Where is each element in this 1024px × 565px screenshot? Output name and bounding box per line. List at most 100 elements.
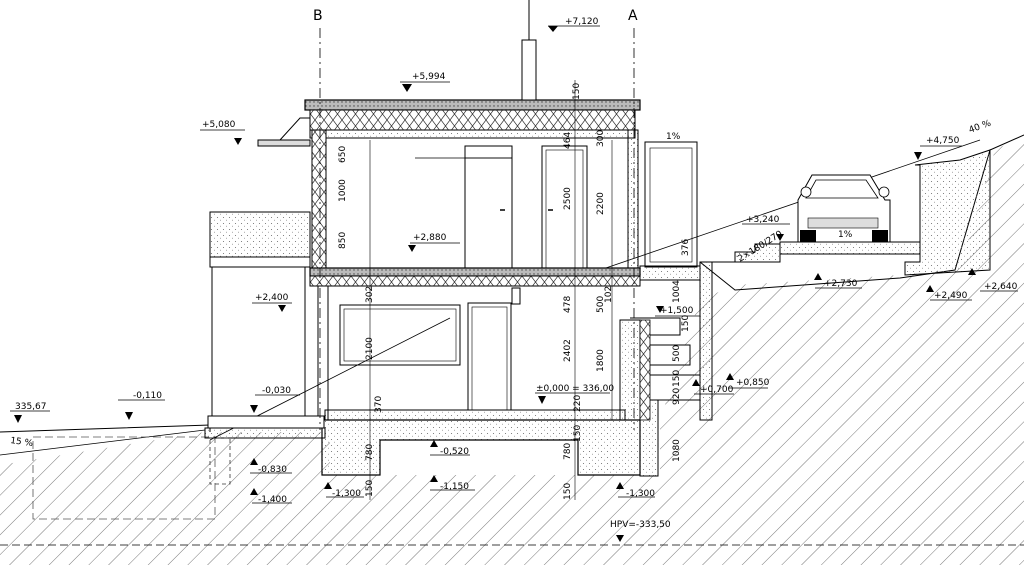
dimensions: 650 1000 850 2100 302 370 780 150 150 46… [338,83,691,500]
glazed-panel-inner [649,147,693,263]
right-wall-lower [619,319,641,421]
left-wall-upper [311,129,327,271]
dim-376: 376 [681,239,691,256]
dim-780b: 780 [563,443,573,460]
chimney [521,39,537,101]
level-parking: +2,730 [824,279,858,289]
door-ground [467,302,512,411]
dim-370: 370 [374,396,384,413]
dim-650: 650 [338,146,348,163]
terrain-hatch-fill [0,135,1024,565]
level-entry: -0,030 [262,386,291,396]
window-ground [339,304,461,366]
level-terrain-abs: 335,67 [15,402,47,412]
slope-diagonal-right [599,139,981,271]
dim-302: 302 [365,286,375,303]
level-f6: -1,300 [626,489,655,499]
stepped-wall [630,317,701,401]
level-chimney-top: +7,120 [565,17,599,27]
parking-slab [779,241,921,255]
level-f3: -1,150 [440,482,469,492]
dim-1080: 1080 [672,439,682,462]
terrace-slab [209,256,311,268]
axis-label-A: A [628,8,638,24]
level-markers: +7,120 +5,994 +5,080 +2,880 +2,400 ±0,00… [10,17,1018,542]
roof-insulation [309,109,636,131]
retaining-wall [699,261,713,421]
level-step3: +0,700 [700,385,734,395]
dim-500a: 500 [596,296,606,313]
dim-1800: 1800 [596,349,606,372]
terrain-slope-left [0,429,206,456]
floor-slab-under [309,275,641,287]
entry-slab [204,427,326,439]
level-stair-top: +3,240 [746,215,780,225]
roof-ceiling [309,129,636,139]
floor-slab [309,267,641,277]
level-hpv: HPV=-333,50 [610,520,671,530]
entry-footing [209,437,231,485]
dim-102: 102 [604,286,614,303]
entrance-canopy [257,139,311,147]
canopy-bracket [279,117,310,141]
level-f4: -1,300 [332,489,361,499]
dim-150c: 150 [573,425,583,442]
level-f5: -1,400 [258,495,287,505]
dim-2402: 2402 [563,339,573,362]
dim-2100: 2100 [365,337,375,360]
entry-step [207,415,325,429]
level-f1: -0,520 [440,447,469,457]
slope-right: 40 % [968,118,993,135]
glazed-panel [644,141,698,268]
level-terrace: +2,400 [255,293,289,303]
door-ground-inner [471,306,508,411]
dim-478: 478 [563,296,573,313]
dim-150d: 150 [563,483,573,500]
right-wall-insulation [639,319,651,421]
door-upper-2-frame [545,149,584,269]
slope-left: 15 % [10,436,34,449]
dim-220: 220 [573,395,583,412]
dim-850: 850 [338,232,348,249]
level-ground-floor: ±0,000 = 336,00 [536,384,614,394]
level-wall-top: +4,750 [926,136,960,146]
level-canopy: +5,080 [202,120,236,130]
excavation-outline [32,436,216,520]
floor-slab-ext [639,265,701,281]
dim-500b: 500 [672,345,682,362]
beam-ground [511,287,521,305]
garden-wall [904,149,991,276]
level-step2: +0,850 [736,378,770,388]
dim-150a: 150 [365,480,375,497]
level-roof-top: +5,994 [412,72,446,82]
right-wall-upper [627,129,639,271]
slope-parking: 1% [838,230,853,240]
dim-780a: 780 [365,444,375,461]
door-upper-1 [464,145,513,269]
window-ground-inner [343,308,457,362]
slope-roof: 1% [666,132,681,142]
dim-464: 464 [563,132,573,149]
dim-1004: 1004 [672,280,682,303]
level-terrain-right: +2,640 [984,282,1018,292]
level-wall-base: +2,490 [934,291,968,301]
level-f2: -0,830 [258,465,287,475]
exterior-stair [705,243,781,263]
level-step1: +1,500 [660,306,694,316]
roof-slab [304,99,641,111]
dim-2200: 2200 [596,192,606,215]
left-wall-lower [317,279,329,421]
dim-2500: 2500 [563,187,573,210]
car-icon [797,174,891,243]
dim-150f: 150 [672,370,682,387]
level-upper-floor: +2,880 [413,233,447,243]
dim-920: 920 [672,388,682,405]
dim-150e: 150 [681,315,691,332]
dim-1000: 1000 [338,179,348,202]
house [207,0,701,500]
axis-label-B: B [313,8,323,24]
dim-300: 300 [596,130,606,147]
level-terrain-left: -0,110 [133,391,162,401]
dim-150b: 150 [572,83,582,100]
